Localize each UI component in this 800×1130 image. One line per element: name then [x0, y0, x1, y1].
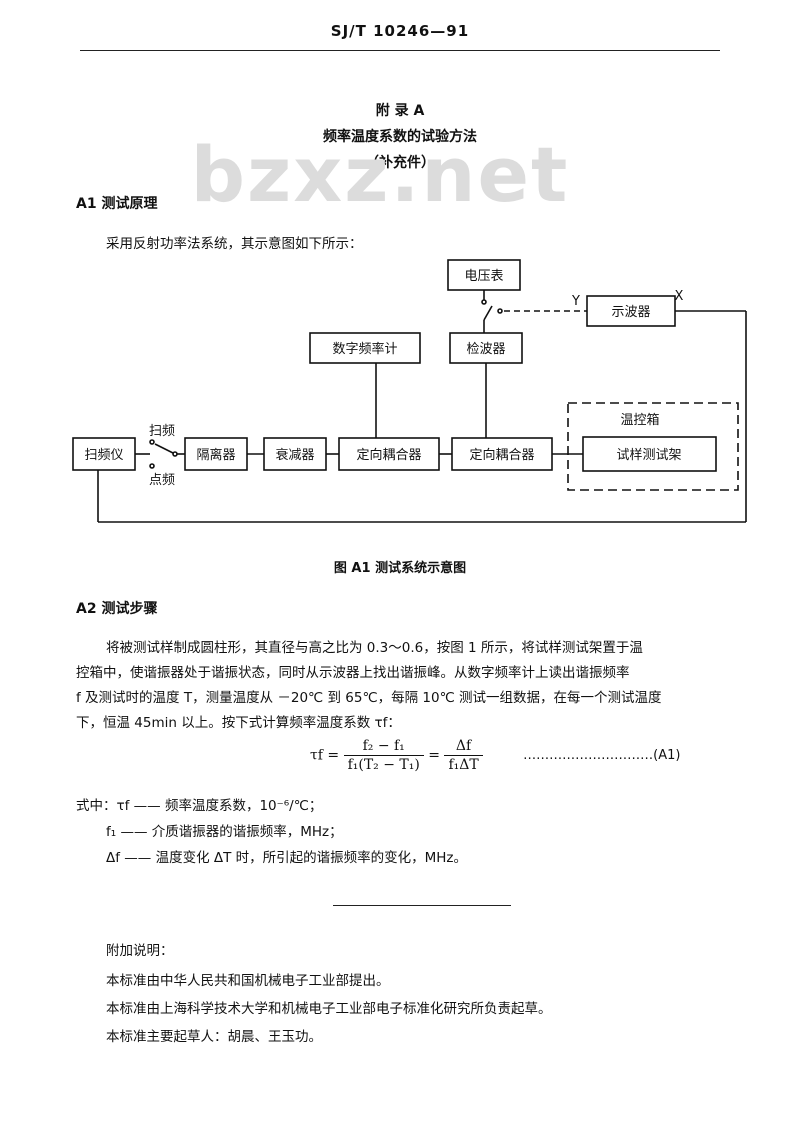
body-line-2: 控箱中，使谐振器处于谐振状态，同时从示波器上找出谐振峰。从数字频率计上读出谐振频… [76, 665, 630, 681]
note-line-3: 本标准主要起草人：胡晨、王玉功。 [106, 1029, 322, 1045]
formula-tag: …………………………(A1) [523, 748, 681, 763]
header-rule [80, 50, 720, 51]
section-a1-intro: 采用反射功率法系统，其示意图如下所示： [106, 236, 363, 252]
body-line-4: 下，恒温 45min 以上。按下式计算频率温度系数 τf： [76, 715, 401, 731]
y-label: Y [571, 294, 580, 309]
sweep-label: 扫频 [149, 424, 175, 439]
page-header: SJ/T 10246—91 [330, 22, 470, 40]
test-system-diagram: 扫频仪 隔离器 衰减器 定向耦合器 定向耦合器 数字频率计 检波器 电压表 示波… [72, 259, 747, 523]
formula-fraction-1: f₂ − f₁ f₁(T₂ − T₁) [343, 737, 424, 774]
formula-equals: = [428, 747, 440, 764]
watermark: bzxz.net [190, 130, 570, 219]
formula-a1: τf = f₂ − f₁ f₁(T₂ − T₁) = Δf f₁ΔT ……………… [310, 737, 780, 781]
freq-counter-box [309, 332, 421, 364]
sweeper-label: 扫频仪 [84, 448, 123, 463]
note-line-2: 本标准由上海科学技术大学和机械电子工业部电子标准化研究所负责起草。 [106, 1001, 552, 1017]
section-a2-body: 将被测试样制成圆柱形，其直径与高之比为 0.3～0.6，按图 1 所示，将试样测… [76, 636, 726, 736]
chamber-label: 温控箱 [620, 412, 659, 428]
notes-heading: 附加说明： [106, 943, 174, 959]
formula-fraction-2: Δf f₁ΔT [444, 737, 483, 774]
formula-lhs: τf = [310, 747, 340, 764]
appendix-title: 频率温度系数的试验方法 [323, 129, 477, 145]
legend-line-1: 式中：τf —— 频率温度系数，10⁻⁶/℃； [76, 798, 323, 814]
voltmeter-label: 电压表 [464, 269, 503, 284]
legend-line-2: f₁ —— 介质谐振器的谐振频率，MHz； [106, 824, 343, 840]
point-label: 点频 [149, 473, 175, 488]
x-label: X [675, 289, 684, 304]
note-line-1: 本标准由中华人民共和国机械电子工业部提出。 [106, 973, 390, 989]
appendix-subtitle: （补充件） [365, 155, 435, 171]
body-line-3: f 及测试时的温度 T，测量温度从 －20℃ 到 65℃，每隔 10℃ 测试一组… [76, 690, 662, 706]
section-a2-heading: A2 测试步骤 [76, 601, 158, 617]
detector-label: 检波器 [466, 342, 505, 357]
coupler1-label: 定向耦合器 [356, 447, 421, 463]
appendix-label: 附 录 A [375, 103, 425, 119]
isolator-label: 隔离器 [196, 447, 235, 463]
attenuator-label: 衰减器 [275, 447, 314, 463]
coupler2-label: 定向耦合器 [469, 447, 534, 463]
chamber-box [567, 402, 739, 491]
section-a1-heading: A1 测试原理 [76, 196, 158, 212]
figure-caption: 图 A1 测试系统示意图 [333, 561, 467, 576]
legend-line-3: Δf —— 温度变化 ΔT 时，所引起的谐振频率的变化，MHz。 [106, 850, 468, 866]
body-line-1: 将被测试样制成圆柱形，其直径与高之比为 0.3～0.6，按图 1 所示，将试样测… [106, 640, 643, 656]
oscilloscope-label: 示波器 [611, 305, 650, 320]
freq-counter-label: 数字频率计 [332, 341, 397, 357]
section-divider [333, 905, 511, 906]
fixture-label: 试样测试架 [616, 448, 681, 463]
